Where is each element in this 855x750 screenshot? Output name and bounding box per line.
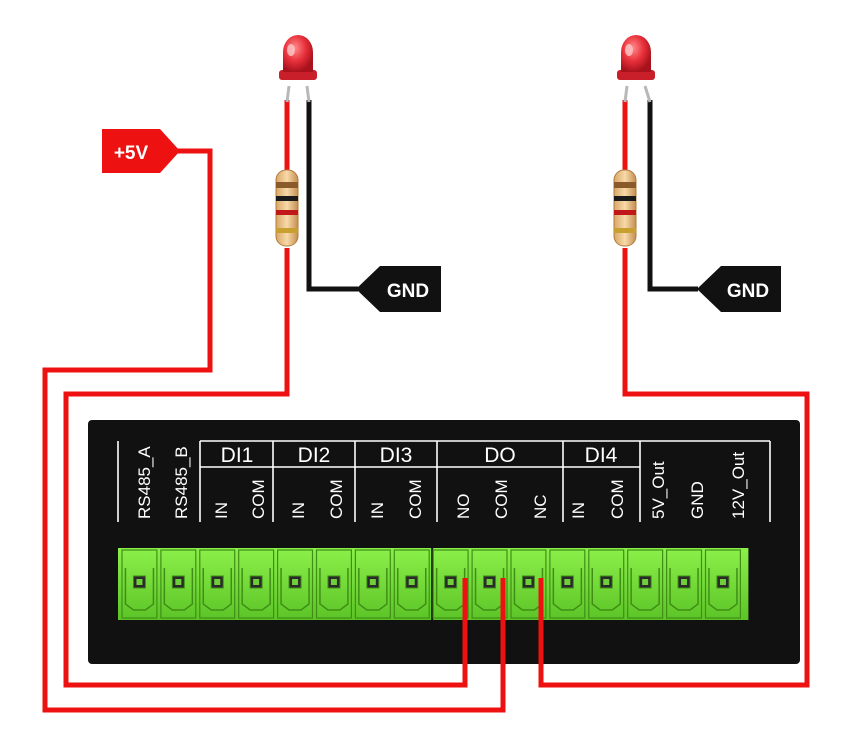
group-di4-label: DI4 [585, 444, 618, 467]
pin-label-di2-in: IN [289, 502, 308, 519]
pin-label-di4-com: COM [608, 479, 627, 519]
led-icon [279, 35, 317, 103]
terminal-slot [315, 549, 353, 619]
terminal-slot [627, 549, 664, 619]
pin-label-rs485-b: RS485_B [172, 446, 191, 519]
led-icon [617, 35, 655, 103]
controller-board: DI1 DI2 DI3 DO DI4 RS485_A RS485_B IN CO… [88, 420, 800, 664]
pin-label-di1-in: IN [212, 502, 231, 519]
gnd-label-right-text: GND [727, 281, 769, 302]
group-di2-label: DI2 [298, 444, 331, 467]
pin-label-di3-in: IN [368, 502, 387, 519]
pin-label-di2-com: COM [327, 479, 346, 519]
gnd-label-left-text: GND [387, 281, 429, 302]
wire-right-led-to-gnd [647, 100, 698, 292]
terminal-slot [393, 549, 430, 619]
pin-label-di4-in: IN [569, 502, 588, 519]
terminal-slot [510, 549, 547, 619]
header-frame [117, 440, 771, 522]
pin-label-di1-com: COM [249, 479, 268, 519]
terminal-slot [704, 549, 742, 619]
terminal-slot [588, 549, 625, 619]
vcc-label: +5V [102, 129, 180, 173]
group-di3-label: DI3 [380, 444, 413, 467]
terminal-slot [277, 549, 314, 619]
pin-label-rs485-a: RS485_A [135, 446, 154, 519]
pin-label-do-no: NO [454, 494, 473, 520]
vcc-label-text: +5V [114, 143, 149, 164]
pin-label-do-nc: NC [531, 494, 550, 519]
terminal-slot [199, 549, 236, 619]
pin-label-12v-out: 12V_Out [729, 452, 748, 519]
resistor-icon [613, 169, 637, 247]
group-do-label: DO [484, 444, 516, 467]
pin-label-5v-out: 5V_Out [649, 461, 668, 519]
black-wires [306, 100, 698, 292]
terminal-slot [549, 549, 586, 619]
wire-right-led-to-do-nc [538, 248, 810, 688]
wire-5v-to-do-com [42, 148, 506, 713]
pin-label-di3-com: COM [406, 479, 425, 519]
terminal-slot [160, 549, 197, 619]
pin-label-gnd: GND [688, 481, 707, 519]
gnd-label-left: GND [356, 266, 441, 312]
group-di1-label: DI1 [221, 444, 254, 467]
pin-label-do-com: COM [492, 479, 511, 519]
terminal-block-icon [118, 548, 749, 620]
resistor-icon [275, 169, 299, 247]
terminal-slot [665, 549, 703, 619]
terminal-slot [238, 549, 275, 619]
wire-left-led-to-do-no [63, 248, 468, 688]
gnd-label-right: GND [697, 266, 781, 312]
red-wires [42, 100, 810, 713]
wire-left-led-to-gnd [306, 100, 358, 292]
terminal-slot [121, 549, 158, 619]
terminal-slot [354, 549, 391, 619]
